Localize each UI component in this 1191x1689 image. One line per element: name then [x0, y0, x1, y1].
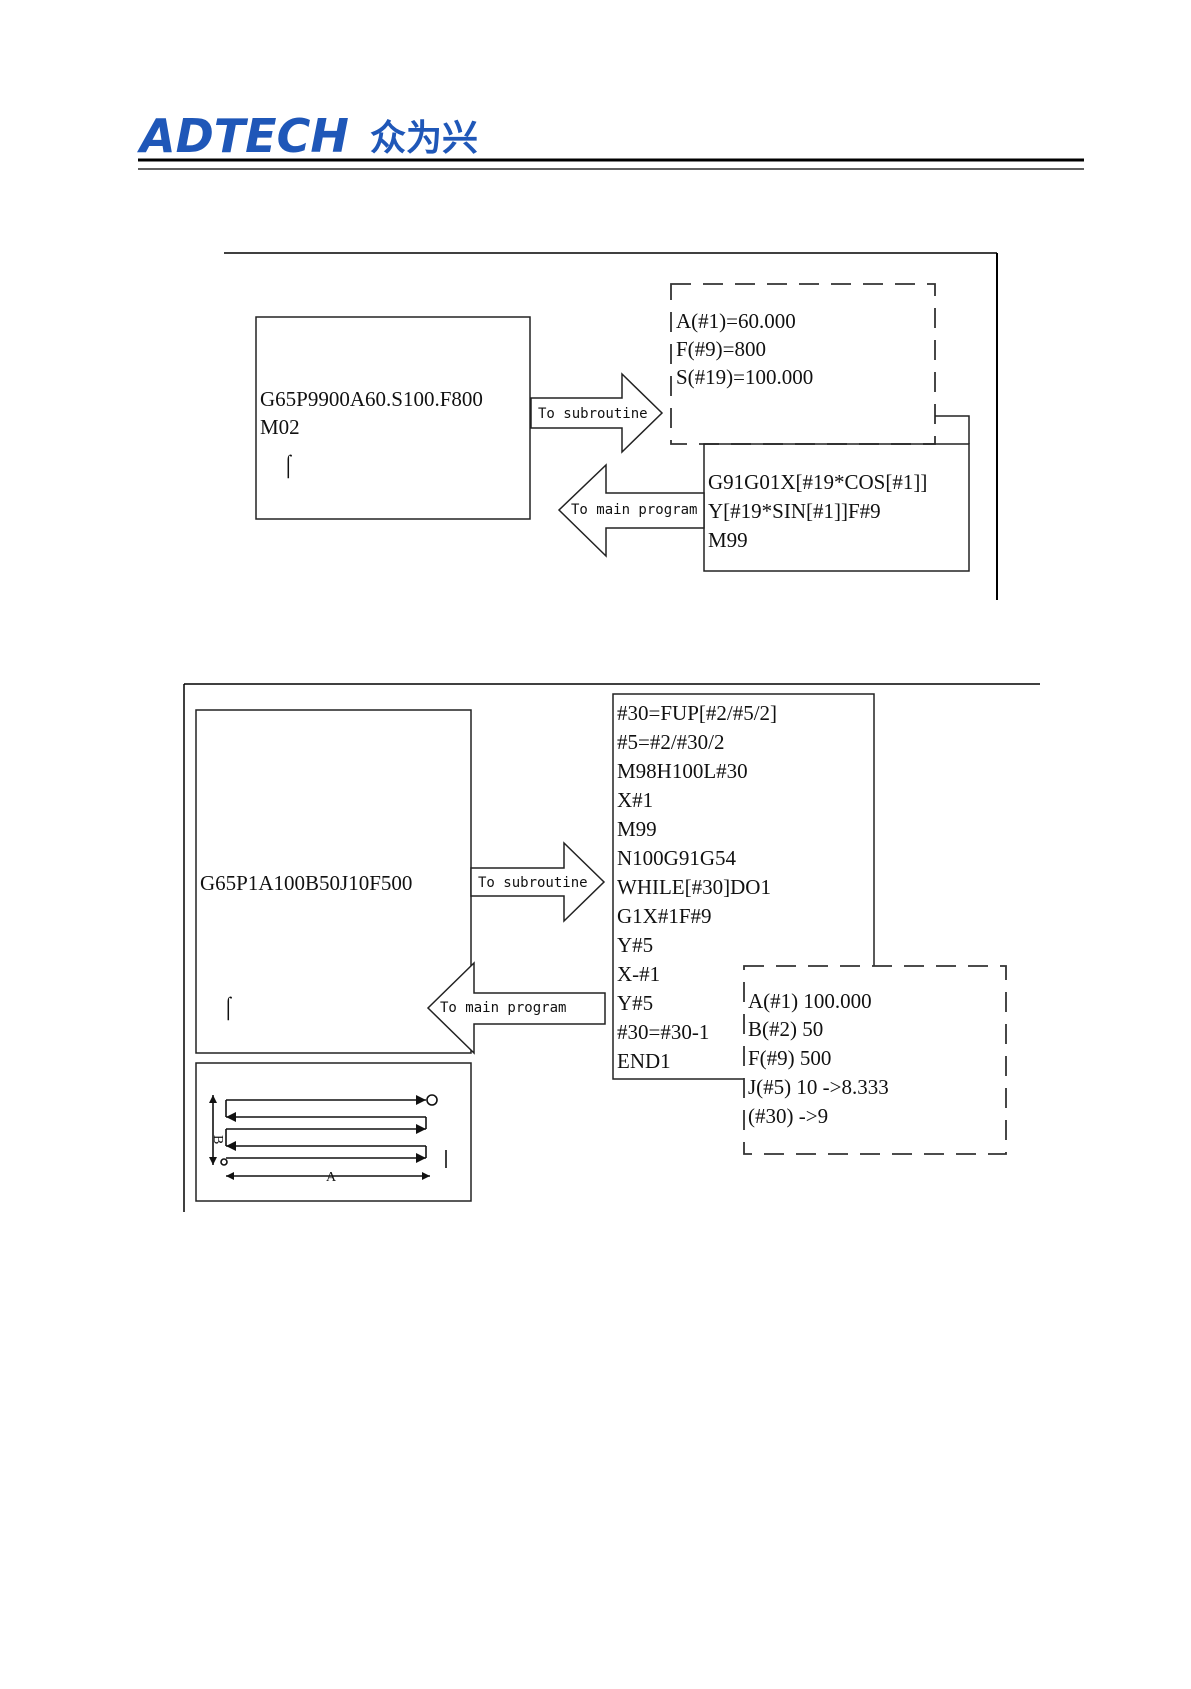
tool-path-figure — [212, 1094, 447, 1177]
subroutine-line: WHILE[#30]DO1 — [617, 875, 771, 899]
subroutine-line: G91G01X[#19*COS[#1]] — [708, 470, 927, 494]
to-subroutine-arrow — [470, 841, 606, 923]
arrowhead-icon — [209, 1095, 217, 1103]
macro-call-diagram-1: G65P9900A60.S100.F800 M02 ⌠ A(#1)=60.000… — [224, 252, 998, 600]
to-main-program-arrow — [426, 961, 606, 1055]
connector — [935, 415, 970, 444]
arrowhead-icon — [416, 1153, 426, 1163]
subroutine-line: N100G91G54 — [617, 846, 736, 870]
subroutine-line: #30=#30-1 — [617, 1020, 709, 1044]
continuation-mark: ⌠ — [222, 995, 235, 1021]
arrowhead-icon — [209, 1157, 217, 1165]
dimension-label-b: B — [210, 1135, 225, 1144]
argument-box — [743, 965, 1007, 1155]
to-subroutine-label: To subroutine — [478, 875, 588, 891]
argument-lines: A(#1) 100.000 B(#2) 50 F(#9) 500 J(#5) 1… — [748, 989, 889, 1128]
to-subroutine-label: To subroutine — [538, 406, 648, 422]
path-arrowheads — [209, 1095, 430, 1180]
to-subroutine-arrow — [530, 372, 664, 454]
arrowhead-icon — [416, 1095, 426, 1105]
argument-line: F(#9)=800 — [676, 337, 766, 361]
argument-line: A(#1)=60.000 — [676, 309, 796, 333]
subroutine-line: #5=#2/#30/2 — [617, 730, 725, 754]
subroutine-line: X#1 — [617, 788, 653, 812]
end-point-icon — [426, 1094, 438, 1106]
subroutine-line: Y#5 — [617, 991, 653, 1015]
to-main-program-label: To main program — [440, 1000, 566, 1016]
subroutine-line: M99 — [617, 817, 657, 841]
argument-line: J(#5) 10 ->8.333 — [748, 1075, 889, 1099]
macro-call-diagram-2: G65P1A100B50J10F500 ⌠ #30=FUP[#2/#5/2] #… — [183, 683, 1040, 1212]
brand-logo: ADTECH — [137, 109, 349, 163]
argument-line: F(#9) 500 — [748, 1046, 831, 1070]
subroutine-line: M99 — [708, 528, 748, 552]
subroutine-line: #30=FUP[#2/#5/2] — [617, 701, 777, 725]
continuation-mark: ⌠ — [282, 453, 295, 479]
argument-line: A(#1) 100.000 — [748, 989, 872, 1013]
dimension-label-a: A — [326, 1170, 337, 1185]
brand-logo-cn: 众为兴 — [370, 118, 478, 159]
to-main-program-arrow — [557, 463, 705, 558]
arrowhead-icon — [226, 1141, 236, 1151]
main-program-line: G65P9900A60.S100.F800 — [260, 387, 483, 411]
argument-line: S(#19)=100.000 — [676, 365, 813, 389]
to-main-program-label: To main program — [571, 502, 697, 518]
argument-line: (#30) ->9 — [748, 1104, 828, 1128]
arrowhead-icon — [422, 1172, 430, 1180]
arrowhead-icon — [226, 1112, 236, 1122]
arrowhead-icon — [226, 1172, 234, 1180]
subroutine-line: Y[#19*SIN[#1]]F#9 — [708, 499, 881, 523]
tool-path-box — [195, 1062, 472, 1202]
subroutine-lines: #30=FUP[#2/#5/2] #5=#2/#30/2 M98H100L#30… — [617, 701, 777, 1073]
main-program-line: M02 — [260, 415, 300, 439]
start-point-icon — [220, 1158, 228, 1166]
main-program-line: G65P1A100B50J10F500 — [200, 871, 412, 895]
subroutine-line: M98H100L#30 — [617, 759, 748, 783]
subroutine-line: G1X#1F#9 — [617, 904, 712, 928]
subroutine-line: END1 — [617, 1049, 671, 1073]
header: ADTECH 众为兴 — [137, 109, 1084, 170]
argument-line: B(#2) 50 — [748, 1017, 823, 1041]
arrowhead-icon — [416, 1124, 426, 1134]
subroutine-line: X-#1 — [617, 962, 660, 986]
subroutine-line: Y#5 — [617, 933, 653, 957]
argument-box — [670, 283, 936, 445]
main-program-box — [255, 316, 531, 520]
